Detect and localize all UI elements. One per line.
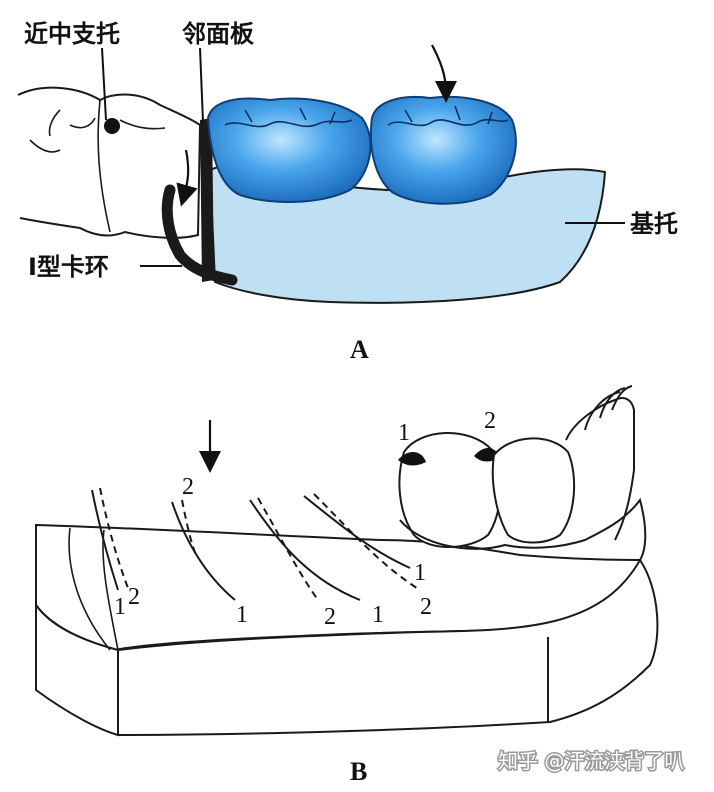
- anterior-teeth: [565, 385, 635, 541]
- label-mesial-rest: 近中支托: [24, 20, 120, 48]
- mesial-rest-dot: [104, 118, 120, 134]
- number-label: 2: [484, 408, 496, 434]
- artificial-tooth-2: [369, 95, 517, 205]
- proximal-plate: [200, 118, 214, 282]
- number-label: 1: [114, 594, 126, 620]
- label-base: 基托: [630, 210, 678, 238]
- line-group-4-solid: [303, 495, 411, 569]
- occlusal-force-arrow: [431, 44, 457, 103]
- watermark: 知乎 @汗流浃背了叭: [498, 749, 684, 773]
- line-group-2-dashed: [181, 499, 197, 556]
- panel-b: 1 2 1 2 1 2 1 2 1 2 B: [35, 385, 659, 786]
- tooth-2-grooves: [387, 105, 509, 127]
- panel-label-a: A: [350, 335, 369, 364]
- insertion-lines: [91, 487, 421, 601]
- gum-line: [399, 497, 647, 561]
- number-label: 2: [420, 594, 432, 620]
- natural-teeth-detail: [29, 99, 166, 233]
- line-group-1-solid: [91, 489, 119, 591]
- leader-mesial-rest: [101, 47, 107, 121]
- rest-seat-1: [398, 451, 426, 466]
- number-label: 1: [236, 602, 248, 628]
- line-group-4-dashed: [313, 493, 421, 591]
- leader-proximal-plate: [199, 47, 204, 123]
- label-proximal-plate: 邻面板: [182, 20, 255, 48]
- number-label: 1: [372, 602, 384, 628]
- natural-teeth-outline: [17, 86, 202, 239]
- number-label: 1: [414, 560, 426, 586]
- number-label: 2: [182, 474, 194, 500]
- arrow-to-clasp: [176, 149, 198, 207]
- i-bar-clasp: [161, 184, 238, 286]
- label-i-bar-clasp: I型卡环: [28, 253, 109, 281]
- line-group-2-solid: [171, 501, 236, 601]
- adjacent-tooth: [491, 437, 576, 544]
- panel-label-b: B: [350, 757, 367, 786]
- panel-a: 近中支托 邻面板 I型卡环 基托 A: [17, 20, 678, 364]
- line-group-1-dashed: [99, 487, 129, 589]
- number-label: 2: [324, 604, 336, 630]
- artificial-tooth-1: [206, 97, 372, 203]
- tooth-1-grooves: [224, 107, 353, 128]
- line-group-3-solid: [249, 499, 361, 601]
- line-group-3-dashed: [257, 497, 319, 601]
- number-label: 2: [128, 584, 140, 610]
- model-side-face: [117, 558, 659, 737]
- number-label: 1: [398, 420, 410, 446]
